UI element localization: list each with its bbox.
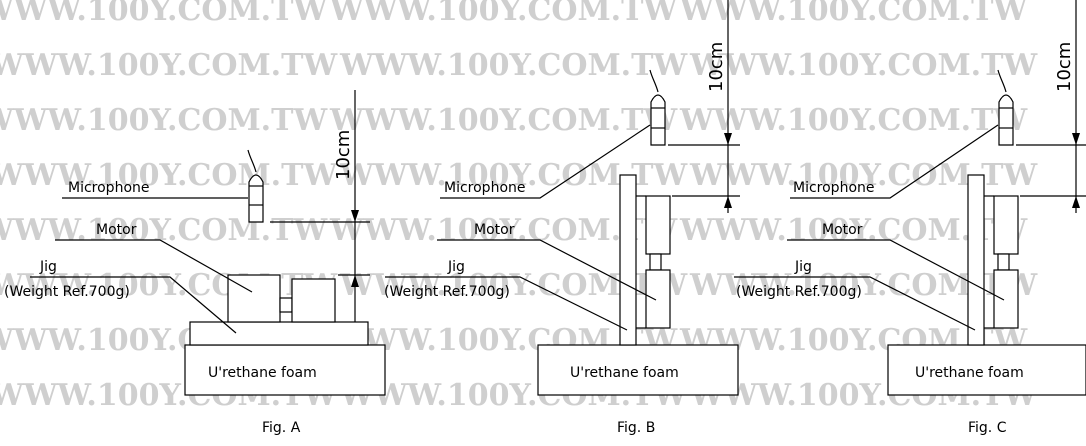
dim-arrow-down-b [724, 133, 732, 145]
mic-cable-a [247, 149, 257, 173]
motor-label-c: Motor [822, 222, 863, 238]
motor-label-b: Motor [474, 222, 515, 238]
figure-a: U'rethane foam 10cm Microphone Motor Jig… [4, 90, 386, 436]
jig-label-b: Jig [447, 259, 465, 275]
weight-label-b: (Weight Ref.700g) [384, 284, 510, 300]
figure-b: U'rethane foam 10cm Microphone Motor Jig… [384, 0, 740, 436]
motor-body-b [645, 269, 671, 329]
foam-label-c: U'rethane foam [915, 365, 1024, 381]
distance-label-b: 10cm [706, 42, 727, 92]
watermark-text: WWW.100Y.COM.TW [679, 103, 1028, 138]
watermark-text: WWW.100Y.COM.TW [0, 158, 338, 193]
microphone-c [998, 94, 1014, 146]
weight-label-a: (Weight Ref.700g) [4, 284, 130, 300]
dim-arrow-up-c [1072, 196, 1080, 208]
dim-arrow-down-c [1072, 133, 1080, 145]
jig-plate-c [967, 174, 985, 346]
microphone-label-c: Microphone [793, 180, 875, 196]
motor-top-b [645, 195, 671, 255]
figure-c: U'rethane foam 10cm Microphone Motor Jig… [734, 0, 1086, 436]
motor-shaft-b [649, 253, 662, 271]
microphone-b [650, 94, 666, 146]
motor-label-a: Motor [96, 222, 137, 238]
watermark-text: WWW.100Y.COM.TW [0, 0, 328, 28]
jig-base-a [189, 321, 369, 346]
watermark-text: WWW.100Y.COM.TW [0, 103, 328, 138]
distance-label-c: 10cm [1054, 42, 1075, 92]
watermark-text: WWW.100Y.COM.TW [689, 48, 1038, 83]
microphone-a [248, 174, 264, 223]
watermark-text: WWW.100Y.COM.TW [339, 48, 688, 83]
jig-label-a: Jig [39, 259, 57, 275]
dim-arrow-down-a [351, 210, 359, 222]
microphone-label-a: Microphone [68, 180, 150, 196]
dim-arrow-up-b [724, 196, 732, 208]
motor-end-a [291, 278, 336, 323]
motor-body-a [227, 274, 281, 323]
weight-label-c: (Weight Ref.700g) [736, 284, 862, 300]
figure-caption-c: Fig. C [968, 420, 1007, 436]
motor-shaft-c [997, 253, 1010, 271]
motor-shaft-a [279, 297, 293, 313]
jig-label-c: Jig [794, 259, 812, 275]
motor-body-c [993, 269, 1019, 329]
watermark-text: WWW.100Y.COM.TW [679, 0, 1028, 28]
foam-label-a: U'rethane foam [208, 365, 317, 381]
mic-cable-c [997, 69, 1007, 93]
watermark-text: WWW.100Y.COM.TW [329, 103, 678, 138]
figure-caption-b: Fig. B [617, 420, 655, 436]
jig-plate-b [619, 174, 637, 346]
foam-label-b: U'rethane foam [570, 365, 679, 381]
watermark-text: WWW.100Y.COM.TW [0, 48, 338, 83]
mic-cable-b [649, 69, 659, 93]
figure-caption-a: Fig. A [262, 420, 301, 436]
microphone-label-b: Microphone [444, 180, 526, 196]
urethane-foam-b [537, 344, 739, 396]
dim-arrow-up-a [351, 275, 359, 287]
distance-label-a: 10cm [333, 130, 354, 180]
watermark-text: WWW.100Y.COM.TW [329, 0, 678, 28]
urethane-foam-c [887, 344, 1086, 396]
motor-top-c [993, 195, 1019, 255]
watermark-text: WWW.100Y.COM.TW [0, 268, 338, 303]
